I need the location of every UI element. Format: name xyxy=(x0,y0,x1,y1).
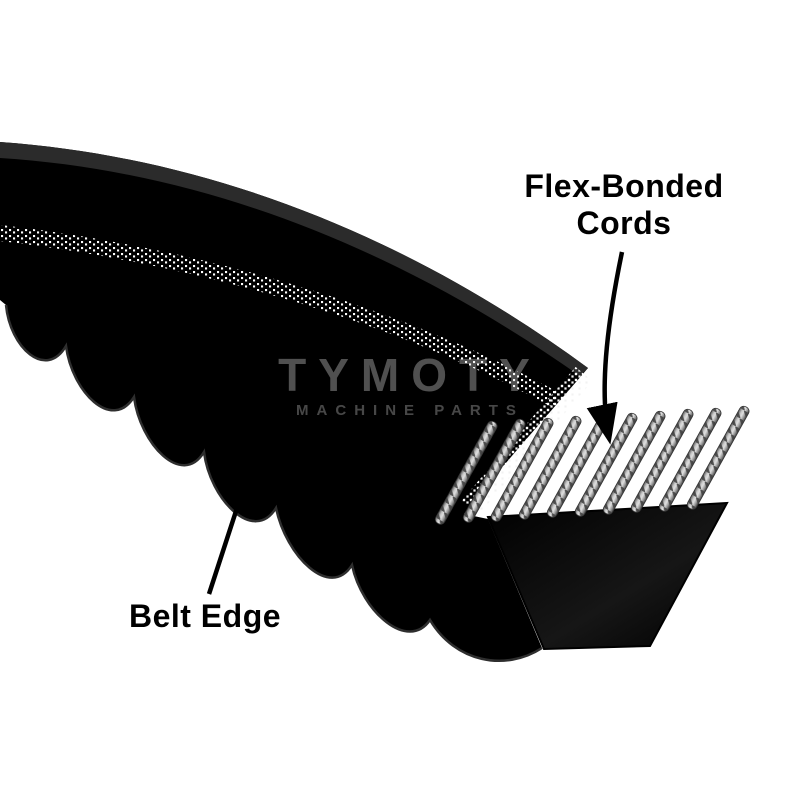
flex-bonded-cords-label: Flex-Bonded Cords xyxy=(524,168,724,241)
cord xyxy=(462,418,526,523)
belt-body xyxy=(0,142,588,661)
cord xyxy=(518,415,582,520)
cord-band-speckles xyxy=(0,225,560,408)
cord xyxy=(490,417,554,522)
cord xyxy=(686,405,750,510)
belt-edge-arrow xyxy=(206,455,257,595)
flex-bonded-cords-arrow xyxy=(586,251,625,445)
cord xyxy=(630,408,694,513)
cord xyxy=(574,412,638,517)
belt-cross-section xyxy=(486,501,729,651)
cord xyxy=(434,420,498,525)
cord xyxy=(602,410,666,515)
belt-edge-label: Belt Edge xyxy=(128,598,282,634)
cord xyxy=(658,407,722,512)
